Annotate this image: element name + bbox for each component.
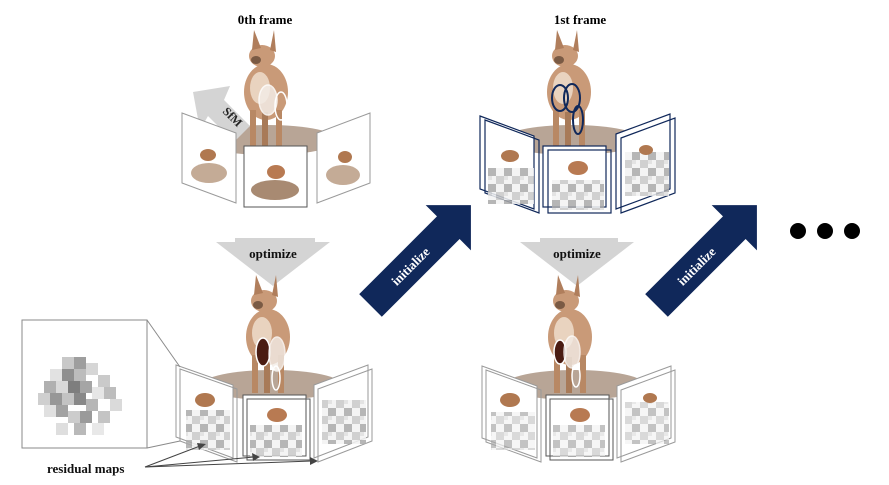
initialize-arrow-1: initialize — [359, 205, 471, 317]
residual-maps-label-group: residual maps — [47, 443, 318, 476]
camera-left-opt1 — [481, 365, 542, 463]
continuation-dots — [790, 223, 860, 239]
camera-right-residual — [313, 364, 373, 463]
residual-maps-label: residual maps — [47, 461, 124, 476]
optimize-label-1: optimize — [553, 246, 601, 261]
residual-map-zoom — [38, 357, 122, 435]
camera-center — [243, 145, 308, 208]
frame-1-title: 1st frame — [554, 12, 607, 27]
camera-left-residual — [175, 364, 238, 463]
camera-right — [316, 112, 371, 204]
optimize-arrow-1: optimize — [520, 238, 634, 286]
optimize-arrow-0: optimize — [216, 238, 330, 286]
optimize-label-0: optimize — [249, 246, 297, 261]
camera-center-init — [542, 145, 612, 214]
camera-right-init — [615, 113, 676, 214]
camera-center-opt1 — [545, 394, 614, 461]
camera-center-residual — [242, 394, 311, 461]
residual-callout — [21, 319, 181, 449]
camera-left-init — [479, 115, 540, 214]
frame-0-title: 0th frame — [238, 12, 293, 27]
camera-right-opt1 — [616, 365, 676, 463]
scene-frame0-initial: SfM — [181, 30, 371, 208]
initialize-arrow-2: initialize — [645, 205, 757, 317]
scene-frame1-optimized — [481, 275, 676, 463]
scene-frame1-initial — [479, 30, 676, 214]
camera-left — [181, 112, 237, 204]
scene-frame0-optimized — [175, 275, 373, 463]
